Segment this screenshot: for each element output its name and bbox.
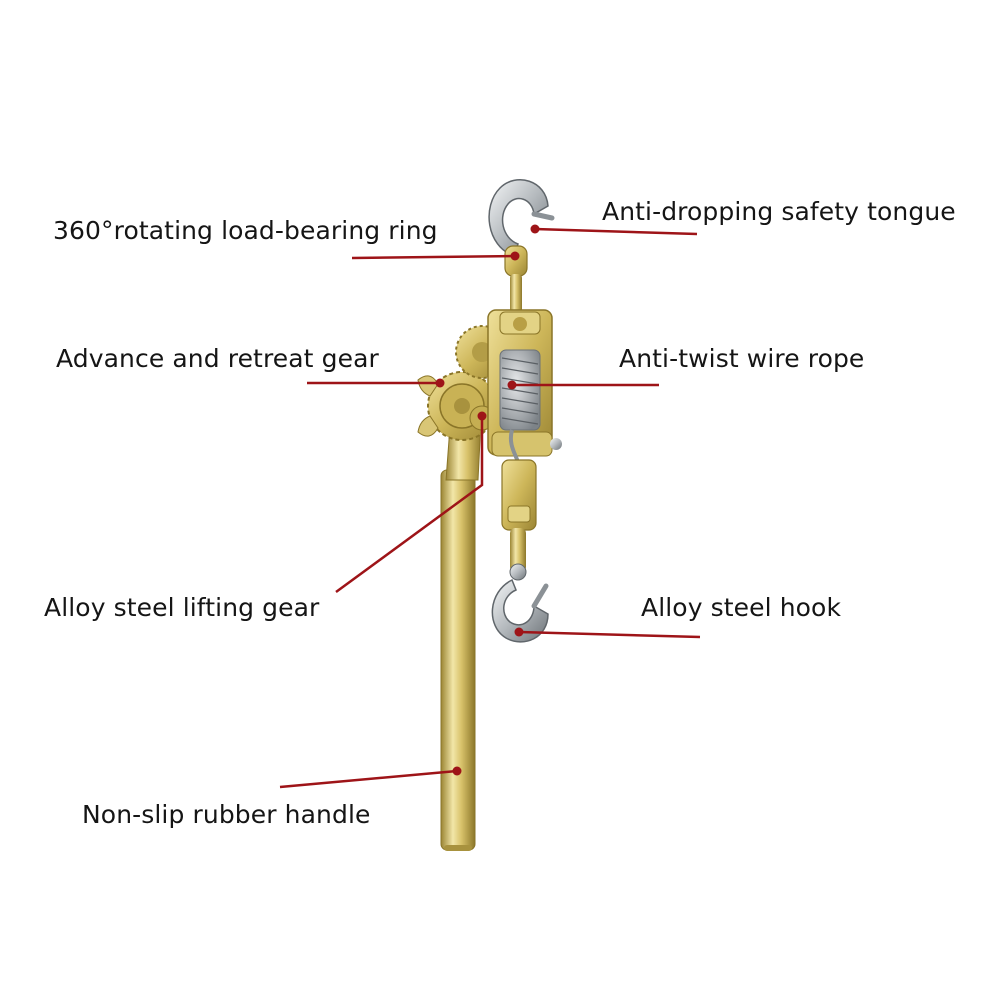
top-hook	[488, 179, 555, 257]
label-wire-rope: Anti-twist wire rope	[619, 344, 865, 373]
rubber-handle	[440, 469, 476, 851]
label-steel-hook: Alloy steel hook	[641, 593, 842, 622]
callout-lifting-gear	[335, 411, 487, 594]
callout-lines	[279, 224, 701, 789]
label-rubber-handle: Non-slip rubber handle	[82, 800, 371, 829]
label-advance-gear: Advance and retreat gear	[56, 344, 379, 373]
callout-handle	[279, 766, 462, 789]
callout-ring	[351, 251, 520, 261]
callout-wire-rope	[507, 380, 659, 390]
bottom-hook	[491, 578, 549, 643]
label-safety-tongue: Anti-dropping safety tongue	[602, 197, 956, 226]
callout-hook	[514, 627, 701, 639]
callout-advance-gear	[307, 378, 445, 388]
callout-tongue	[530, 224, 698, 236]
label-load-bearing-ring: 360°rotating load-bearing ring	[53, 216, 438, 245]
label-lifting-gear: Alloy steel lifting gear	[44, 593, 320, 622]
lower-block	[501, 459, 537, 581]
load-bearing-ring	[504, 245, 528, 314]
